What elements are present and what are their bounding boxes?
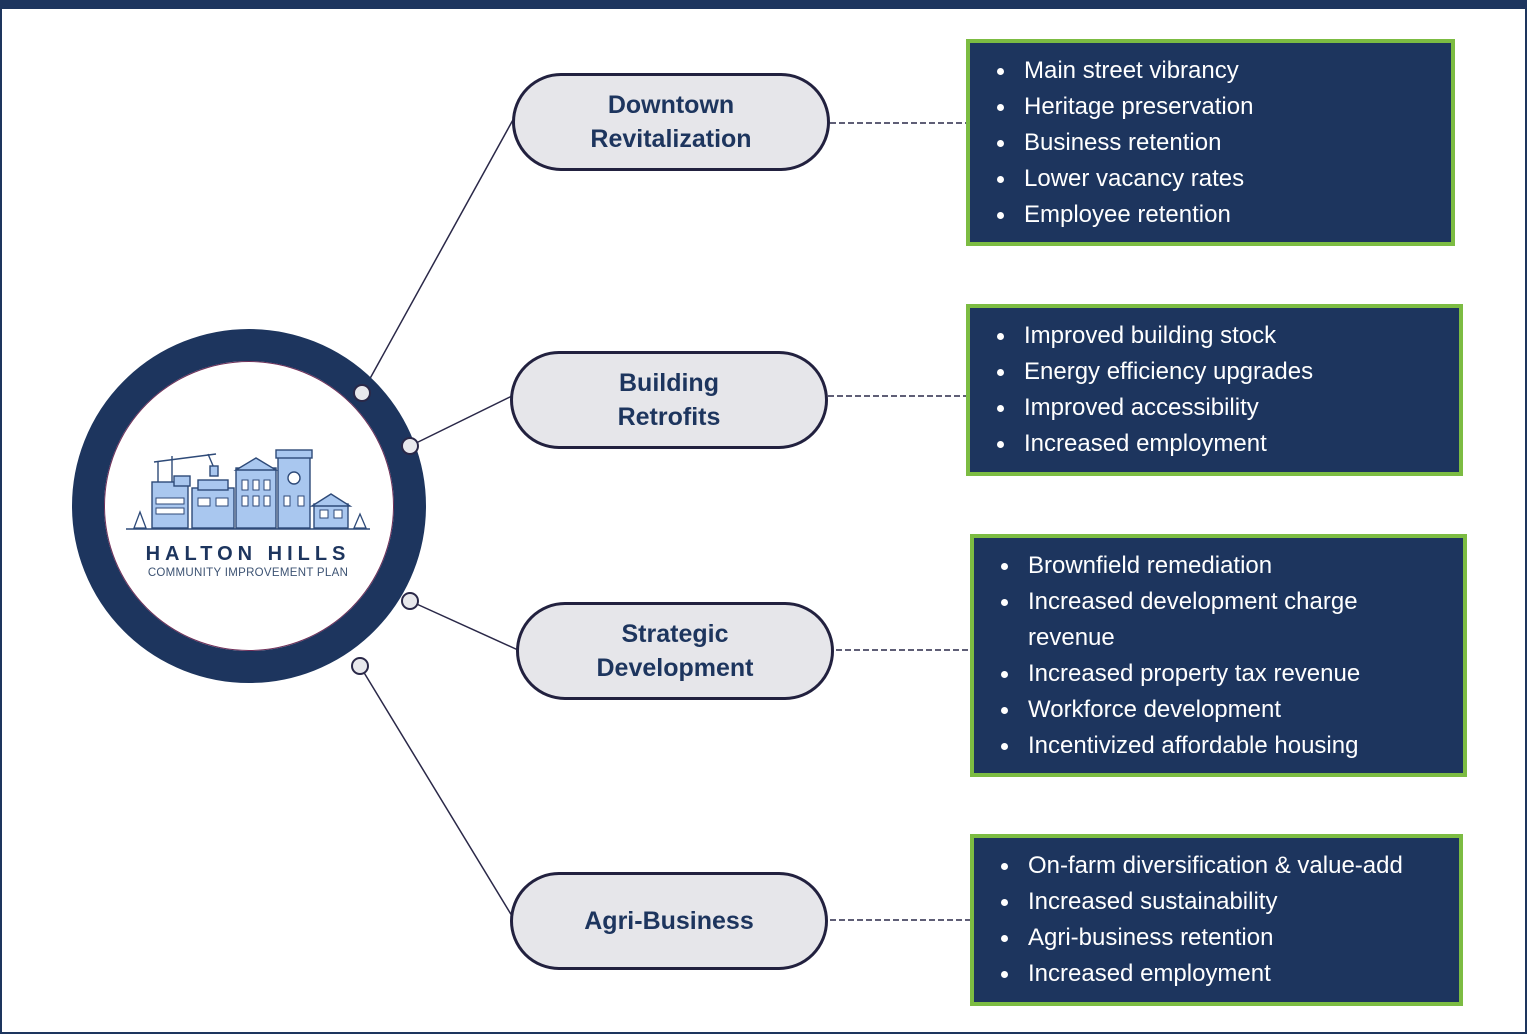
list-item: Increased employment [997, 426, 1449, 462]
logo-subtitle: COMMUNITY IMPROVEMENT PLAN [147, 567, 349, 579]
category-label-line2: Revitalization [590, 125, 752, 153]
spoke-downtown [361, 117, 515, 394]
spoke-agri [359, 665, 513, 917]
node-strategic [401, 592, 419, 610]
category-label-line1: Agri-Business [584, 907, 754, 935]
category-pill-downtown: Downtown Revitalization [512, 73, 830, 171]
category-label-line1: Building [619, 369, 719, 397]
category-label-line1: Strategic [621, 620, 729, 648]
list-item: Increased sustainability [1001, 884, 1449, 920]
outcomes-box-strategic: Brownfield remediation Increased develop… [970, 534, 1467, 777]
list-item: Increased property tax revenue [1001, 656, 1408, 692]
list-item: Lower vacancy rates [997, 161, 1441, 197]
spoke-retrofits [409, 395, 513, 447]
category-pill-strategic: Strategic Development [516, 602, 834, 700]
list-item: Agri-business retention [1001, 920, 1449, 956]
logo-title: HALTON HILLS [145, 543, 351, 565]
category-label-line2: Retrofits [617, 403, 721, 431]
category-label-line1: Downtown [607, 91, 735, 119]
category-pill-retrofits: Building Retrofits [510, 351, 828, 449]
category-label-line2: Development [596, 654, 754, 682]
outcomes-box-agri: On-farm diversification & value-add Incr… [970, 834, 1463, 1006]
list-item: Increased development charge revenue [1001, 584, 1408, 656]
list-item: Employee retention [997, 197, 1441, 233]
list-item: Main street vibrancy [997, 53, 1441, 89]
node-retrofits [401, 437, 419, 455]
list-item: Heritage preservation [997, 89, 1441, 125]
city-skyline-logo [118, 438, 378, 543]
outcomes-box-downtown: Main street vibrancy Heritage preservati… [966, 39, 1455, 246]
node-agri [351, 657, 369, 675]
spoke-strategic [409, 600, 519, 651]
list-item: Improved building stock [997, 318, 1449, 354]
list-item: Energy efficiency upgrades [997, 354, 1449, 390]
list-item: Brownfield remediation [1001, 548, 1408, 584]
category-pill-agri: Agri-Business [510, 872, 828, 970]
list-item: Incentivized affordable housing [1001, 728, 1408, 764]
list-item: On-farm diversification & value-add [1001, 848, 1449, 884]
list-item: Workforce development [1001, 692, 1408, 728]
outcomes-box-retrofits: Improved building stock Energy efficienc… [966, 304, 1463, 476]
list-item: Improved accessibility [997, 390, 1449, 426]
node-downtown [353, 384, 371, 402]
list-item: Increased employment [1001, 956, 1449, 992]
list-item: Business retention [997, 125, 1441, 161]
